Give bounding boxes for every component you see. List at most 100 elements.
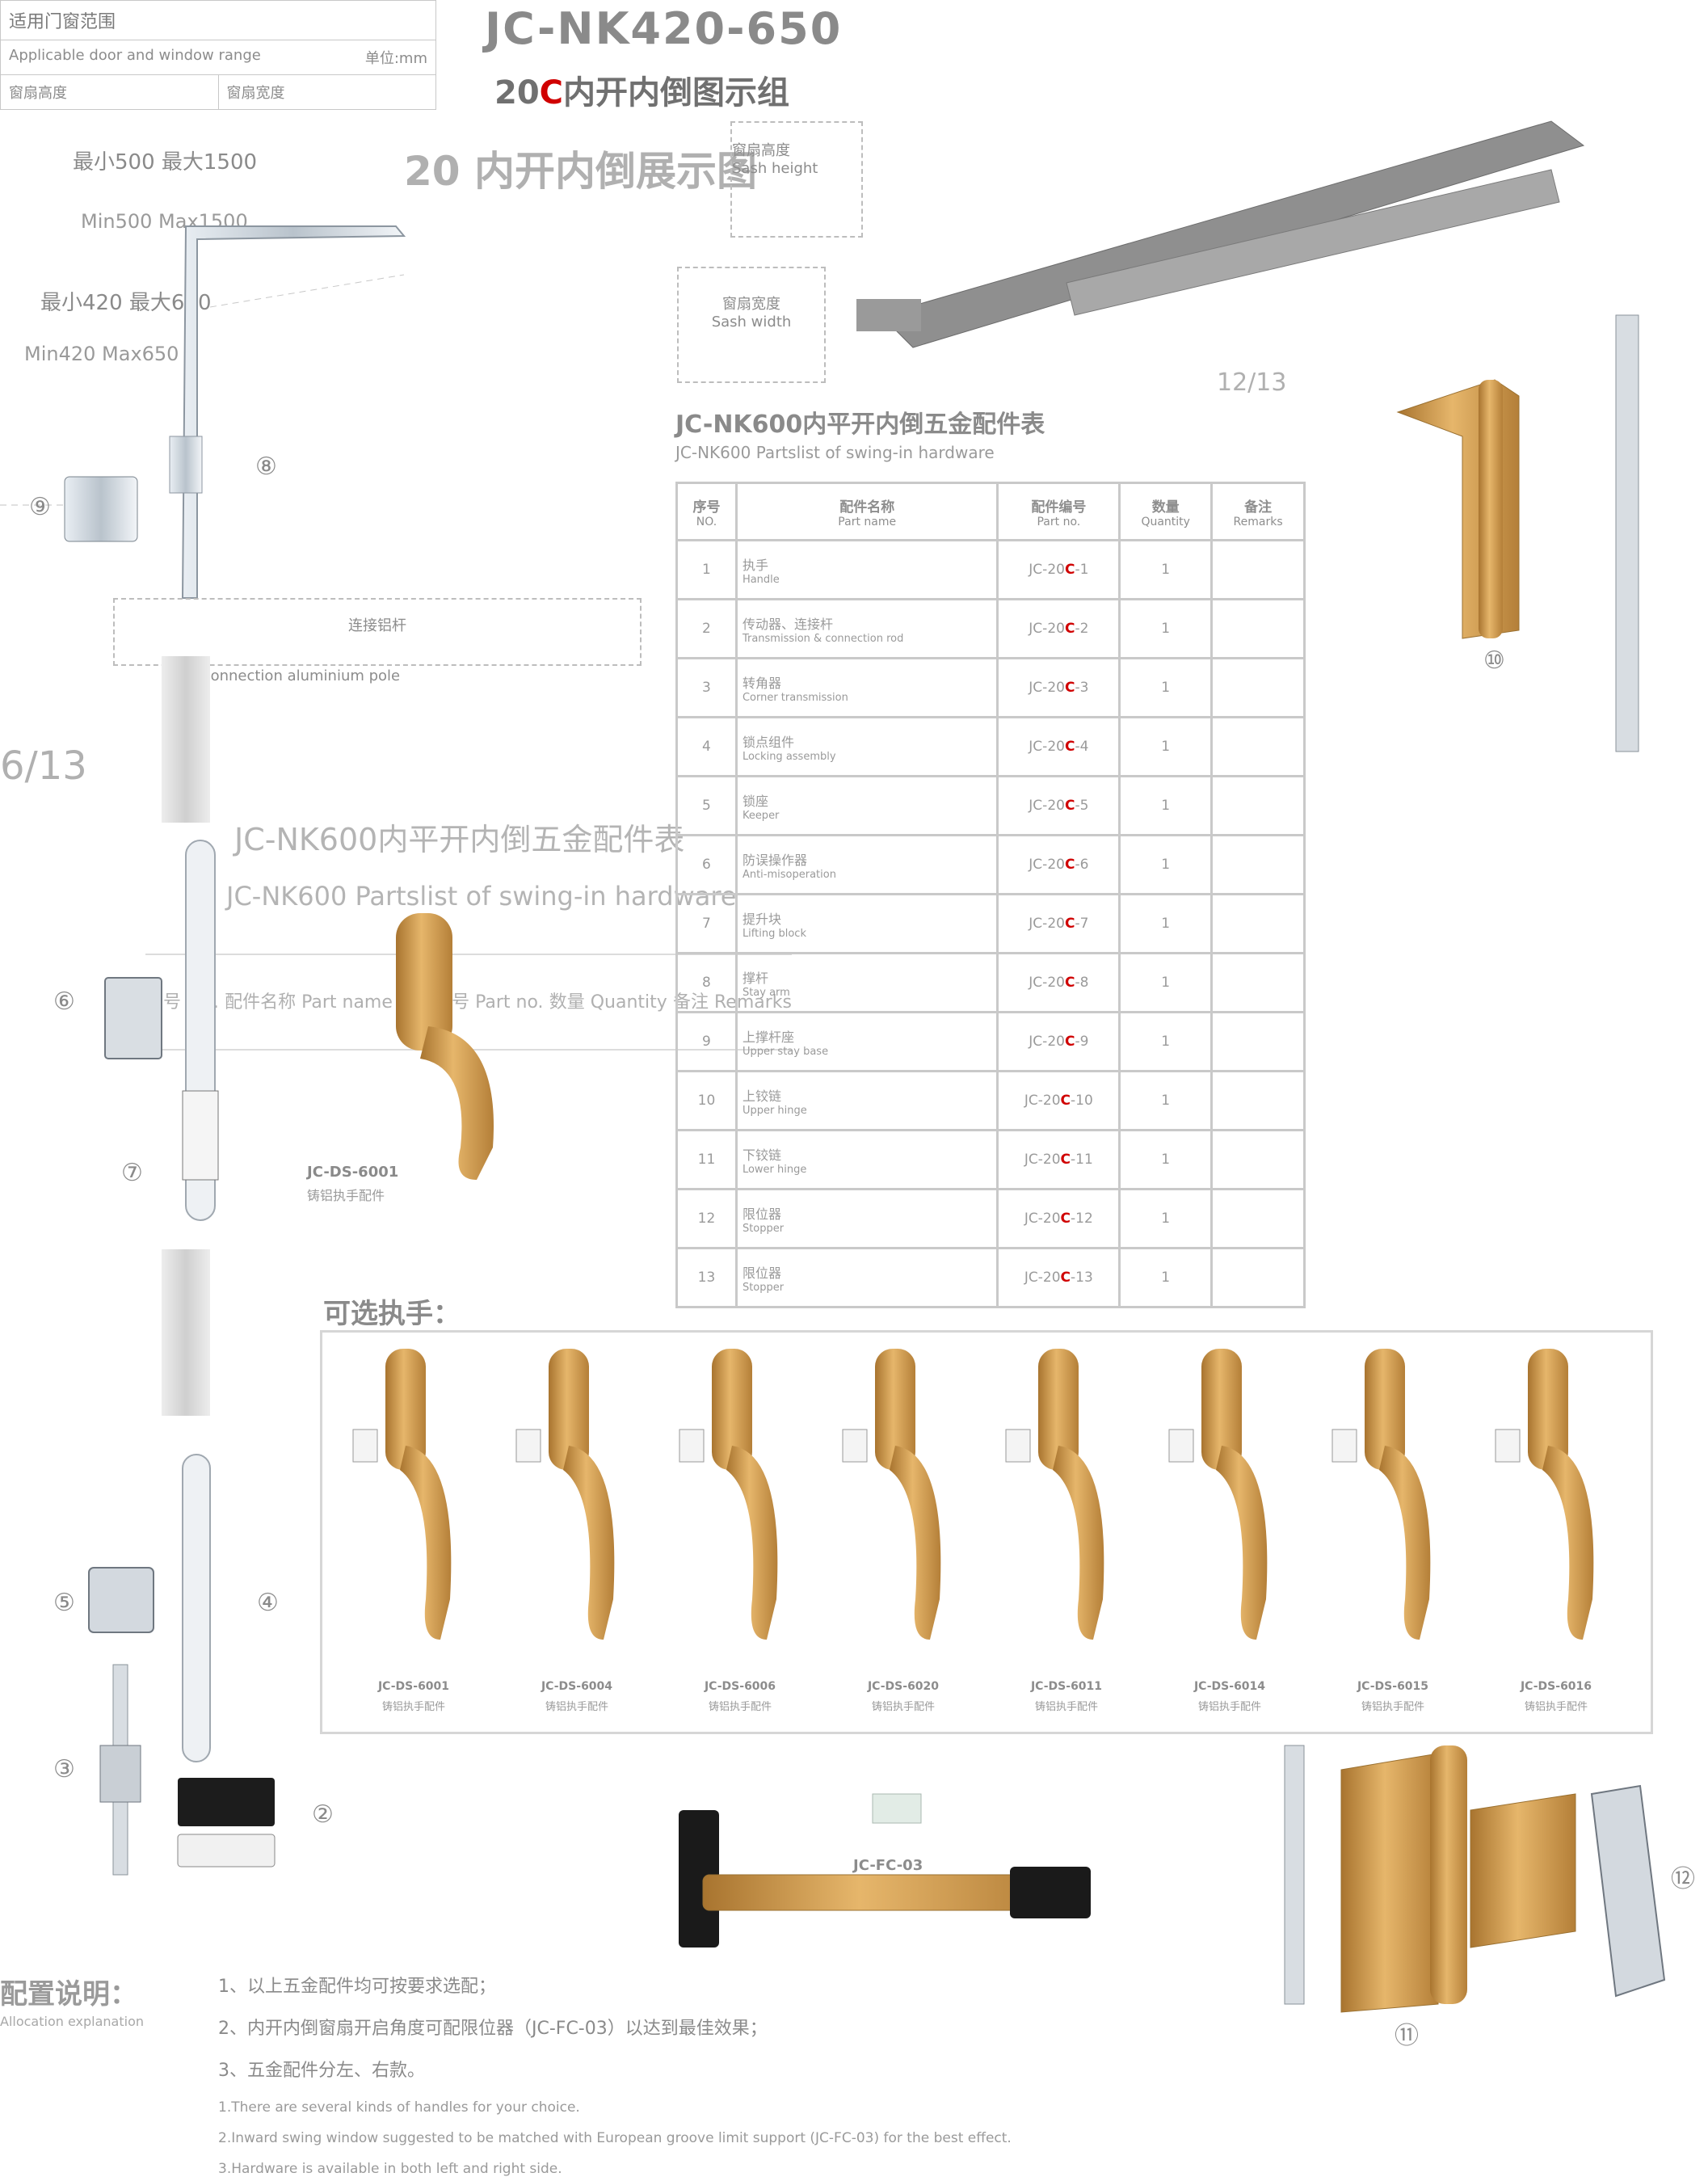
handle-code: JC-DS-6014: [1193, 1680, 1266, 1693]
range-col2: 窗扇宽度: [217, 74, 436, 110]
row-part-no: JC-20C-5: [996, 775, 1121, 836]
handles-label: 可选执手：: [323, 1298, 461, 1330]
handle-code: JC-DS-6011: [1030, 1680, 1103, 1693]
subtitle-accent: C: [539, 74, 564, 112]
callout-4: ④: [257, 1589, 279, 1617]
row-quantity: 1: [1118, 834, 1214, 895]
row-quantity: 1: [1118, 952, 1214, 1013]
row-remarks: [1210, 716, 1306, 777]
row-no: 2: [675, 598, 738, 659]
ghost-title-en: JC-NK600 Partslist of swing-in hardware: [226, 881, 737, 912]
row-quantity: 1: [1118, 716, 1214, 777]
notes-title-cn: 配置说明：: [0, 1978, 137, 2011]
range-title-cn: 适用门窗范围: [9, 12, 116, 32]
row-quantity: 1: [1118, 1129, 1214, 1190]
row-remarks: [1210, 657, 1306, 718]
callout-5: ⑤: [53, 1589, 75, 1617]
row-part-no: JC-20C-6: [996, 834, 1121, 895]
lower-hardware-illustration: [88, 1454, 276, 1876]
row-no: 7: [675, 893, 738, 954]
handle-icon: [515, 1349, 615, 1640]
row-no: 5: [675, 775, 738, 836]
row-no: 12: [675, 1188, 738, 1249]
handle-code: JC-DS-6001: [377, 1680, 450, 1693]
callout-2: ②: [312, 1800, 334, 1829]
callout-6: ⑥: [53, 987, 75, 1016]
row-remarks: [1210, 1188, 1306, 1249]
callout-12-13: 12/13: [1217, 368, 1287, 397]
corner-transmission-illustration: [0, 225, 406, 599]
row-quantity: 1: [1118, 657, 1214, 718]
subtitle: 20C内开内倒图示组: [494, 66, 789, 113]
row-remarks: [1210, 952, 1306, 1013]
handle-code: JC-DS-6020: [867, 1680, 940, 1693]
row-remarks: [1210, 1070, 1306, 1131]
row-part-no: JC-20C-12: [996, 1188, 1121, 1249]
parts-title-cn: JC-NK600内平开内倒五金配件表: [675, 411, 1045, 439]
row-part-no: JC-20C-11: [996, 1129, 1121, 1190]
callout-6-13: 6/13: [0, 743, 87, 789]
row-quantity: 1: [1118, 1247, 1214, 1308]
ghost-col-2: 配件名称 Part name: [225, 992, 393, 1013]
row-quantity: 1: [1118, 1011, 1214, 1072]
row-remarks: [1210, 1011, 1306, 1072]
handle-caption: 铸铝执手配件: [1524, 1701, 1588, 1713]
range-title-cell: 适用门窗范围: [0, 0, 436, 40]
row-part-no: JC-20C-1: [996, 539, 1121, 600]
row-remarks: [1210, 775, 1306, 836]
upper-hinge-illustration: [1396, 314, 1639, 752]
sash-width-en: Sash width: [711, 314, 792, 331]
handle-icon: [842, 1349, 941, 1640]
row-part-no: JC-20C-9: [996, 1011, 1121, 1072]
row-remarks: [1210, 893, 1306, 954]
sash-height-cn: 窗扇高度: [732, 142, 790, 159]
row-quantity: 1: [1118, 598, 1214, 659]
connection-pole-lower: [162, 1249, 210, 1416]
note-en-2: 2.Inward swing window suggested to be ma…: [218, 2130, 1012, 2146]
handle-caption: 铸铝执手配件: [545, 1701, 608, 1713]
sash-width-box: 窗扇宽度 Sash width: [677, 267, 826, 383]
note-cn-3: 3、五金配件分左、右款。: [218, 2061, 425, 2081]
handle-code: JC-DS-6004: [541, 1680, 613, 1693]
sash-height-box: 窗扇高度 Sash height: [730, 121, 863, 238]
callout-8: ⑧: [255, 453, 277, 481]
callout-10: ⑩: [1483, 646, 1505, 675]
row-part-no: JC-20C-3: [996, 657, 1121, 718]
note-en-1: 1.There are several kinds of handles for…: [218, 2099, 580, 2116]
row-part-no: JC-20C-2: [996, 598, 1121, 659]
row-no: 8: [675, 952, 738, 1013]
note-en-3: 3.Hardware is available in both left and…: [218, 2161, 562, 2177]
row-part-no: JC-20C-8: [996, 952, 1121, 1013]
handle-option: JC-DS-6020 铸铝执手配件: [827, 1333, 980, 1732]
handle-caption: 铸铝执手配件: [1361, 1701, 1424, 1713]
handle-icon: [1495, 1349, 1594, 1640]
row-no: 11: [675, 1129, 738, 1190]
row-part-no: JC-20C-4: [996, 716, 1121, 777]
ghost-title-cn: JC-NK600内平开内倒五金配件表: [234, 822, 685, 857]
row-part-no: JC-20C-10: [996, 1070, 1121, 1131]
note-cn-1: 1、以上五金配件均可按要求选配；: [218, 1977, 496, 1997]
handle-caption: 铸铝执手配件: [871, 1701, 935, 1713]
